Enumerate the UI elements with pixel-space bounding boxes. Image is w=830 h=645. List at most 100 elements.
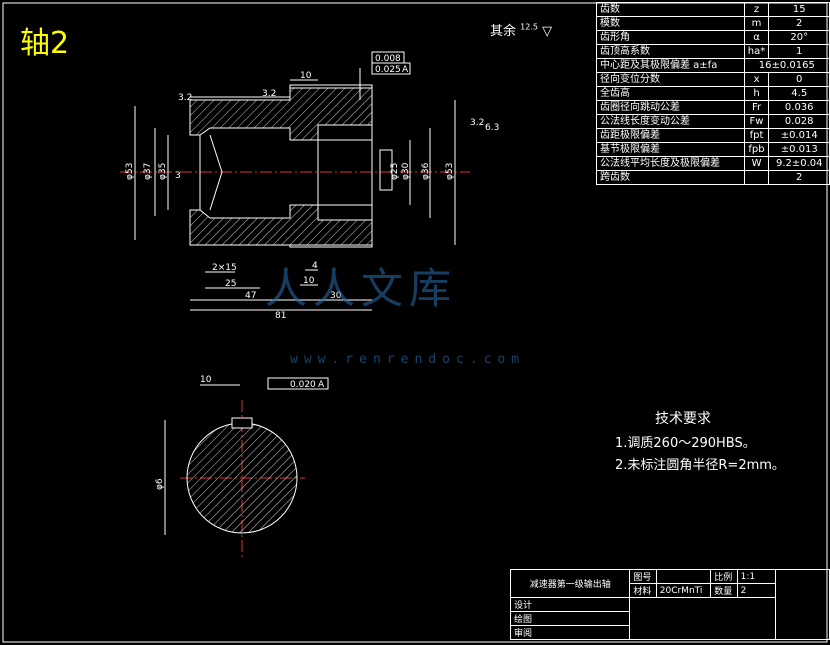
roughness-symbol-icon: ▽ bbox=[542, 24, 553, 39]
end-view bbox=[164, 377, 329, 560]
dim-phi37: φ37 bbox=[143, 163, 153, 180]
param-symbol: ha* bbox=[743, 44, 770, 59]
param-symbol: z bbox=[743, 2, 770, 17]
key-dim: 10 bbox=[200, 375, 212, 385]
dim-25: 25 bbox=[225, 279, 236, 289]
hatch-bottom bbox=[189, 204, 373, 246]
param-value: 20° bbox=[768, 30, 830, 45]
dim-32b: 3.2 bbox=[262, 89, 276, 99]
tech-heading: 技术要求 bbox=[655, 411, 711, 427]
tech-line-1: 1.调质260～290HBS。 bbox=[615, 436, 756, 451]
param-symbol: fpt bbox=[743, 128, 770, 143]
tol-value-2: 0.025 bbox=[375, 65, 401, 75]
tb-scale-label: 比例 bbox=[710, 569, 738, 584]
param-name: 公法线长度变动公差 bbox=[596, 114, 745, 129]
drawing-title: 轴2 bbox=[20, 26, 70, 61]
tb-design-label: 设计 bbox=[509, 597, 631, 612]
param-value: 15 bbox=[768, 2, 830, 17]
param-name: 齿距极限偏差 bbox=[596, 128, 745, 143]
bore-tip bbox=[209, 134, 223, 211]
param-symbol: W bbox=[743, 156, 770, 171]
param-name: 齿形角 bbox=[596, 30, 745, 45]
tol-value-1: 0.008 bbox=[375, 54, 401, 64]
param-name: 径向变位分数 bbox=[596, 72, 745, 87]
param-symbol: h bbox=[743, 86, 770, 101]
param-value: ±0.013 bbox=[768, 142, 830, 157]
param-name: 公法线平均长度及极限偏差 bbox=[596, 156, 745, 171]
param-span: 16±0.0165 bbox=[743, 58, 830, 73]
tb-draw-label: 绘图 bbox=[509, 611, 631, 626]
dim-32a: 3.2 bbox=[178, 93, 192, 103]
param-value: ±0.014 bbox=[768, 128, 830, 143]
tb-scale-value: 1:1 bbox=[736, 569, 777, 584]
dim-phi30: φ30 bbox=[401, 162, 411, 180]
tol-frame-2 bbox=[371, 62, 411, 75]
param-name: 中心距及其极限偏差 a±fa bbox=[596, 58, 745, 73]
param-name: 齿顶高系数 bbox=[596, 44, 745, 59]
tol-datum-2: A bbox=[318, 380, 325, 390]
dim-47: 47 bbox=[245, 291, 256, 301]
title-block: 减速器第一级输出轴 图号 比例 1:1 材料 20CrMnTi 数量 2 设计 … bbox=[509, 569, 830, 640]
tol-value-3: 0.020 bbox=[290, 380, 316, 390]
dim-10b: 10 bbox=[303, 276, 315, 286]
dim-phi35: φ35 bbox=[158, 163, 168, 180]
param-name: 全齿高 bbox=[596, 86, 745, 101]
param-value: 2 bbox=[768, 16, 830, 31]
param-name: 齿数 bbox=[596, 2, 745, 17]
param-value: 0 bbox=[768, 72, 830, 87]
tb-figno-label: 图号 bbox=[629, 569, 657, 584]
param-name: 齿圈径向跳动公差 bbox=[596, 100, 745, 115]
param-value: 0.036 bbox=[768, 100, 830, 115]
tb-draw-text: 绘图 bbox=[514, 615, 533, 625]
roughness-note: 其余 12.5 ▽ bbox=[490, 20, 552, 39]
param-value: 9.2±0.04 bbox=[768, 156, 830, 171]
dim-4: 4 bbox=[312, 261, 318, 271]
dim-81: 81 bbox=[275, 311, 286, 321]
tol-frame-4 bbox=[267, 377, 329, 390]
tb-qty-label: 数量 bbox=[710, 583, 738, 598]
tol-frame-3 bbox=[379, 149, 393, 191]
param-symbol: α bbox=[743, 30, 770, 45]
param-symbol bbox=[743, 170, 770, 185]
tb-review-text: 审阅 bbox=[514, 629, 533, 639]
param-symbol: fpb bbox=[743, 142, 770, 157]
param-value: 4.5 bbox=[768, 86, 830, 101]
param-symbol: Fr bbox=[743, 100, 770, 115]
tb-review-label: 审阅 bbox=[509, 625, 631, 640]
param-value: 0.028 bbox=[768, 114, 830, 129]
param-value: 2 bbox=[768, 170, 830, 185]
tol-datum: A bbox=[402, 65, 409, 75]
param-symbol: Fw bbox=[743, 114, 770, 129]
param-symbol: m bbox=[743, 16, 770, 31]
param-symbol: x bbox=[743, 72, 770, 87]
dim-chamfer: 2×15 bbox=[212, 263, 237, 273]
dim-phi53r: φ53 bbox=[445, 163, 455, 180]
dim-phi53: φ53 bbox=[125, 163, 135, 180]
dim-3: 3 bbox=[175, 171, 181, 181]
tb-part-name: 减速器第一级输出轴 bbox=[509, 569, 631, 598]
dim-10a: 10 bbox=[300, 71, 312, 81]
roughness-value: 12.5 bbox=[520, 22, 538, 32]
watermark: 人人文库 bbox=[265, 264, 458, 313]
dim-phi25: φ25 bbox=[390, 163, 400, 180]
dim-30: 30 bbox=[330, 291, 342, 301]
hatch-top bbox=[189, 87, 373, 141]
tb-figno-value bbox=[655, 569, 712, 584]
tb-blank bbox=[775, 569, 830, 640]
tech-line-2: 2.未标注圆角半径R=2mm。 bbox=[615, 458, 785, 473]
watermark-url: www.renrendoc.com bbox=[290, 352, 526, 367]
